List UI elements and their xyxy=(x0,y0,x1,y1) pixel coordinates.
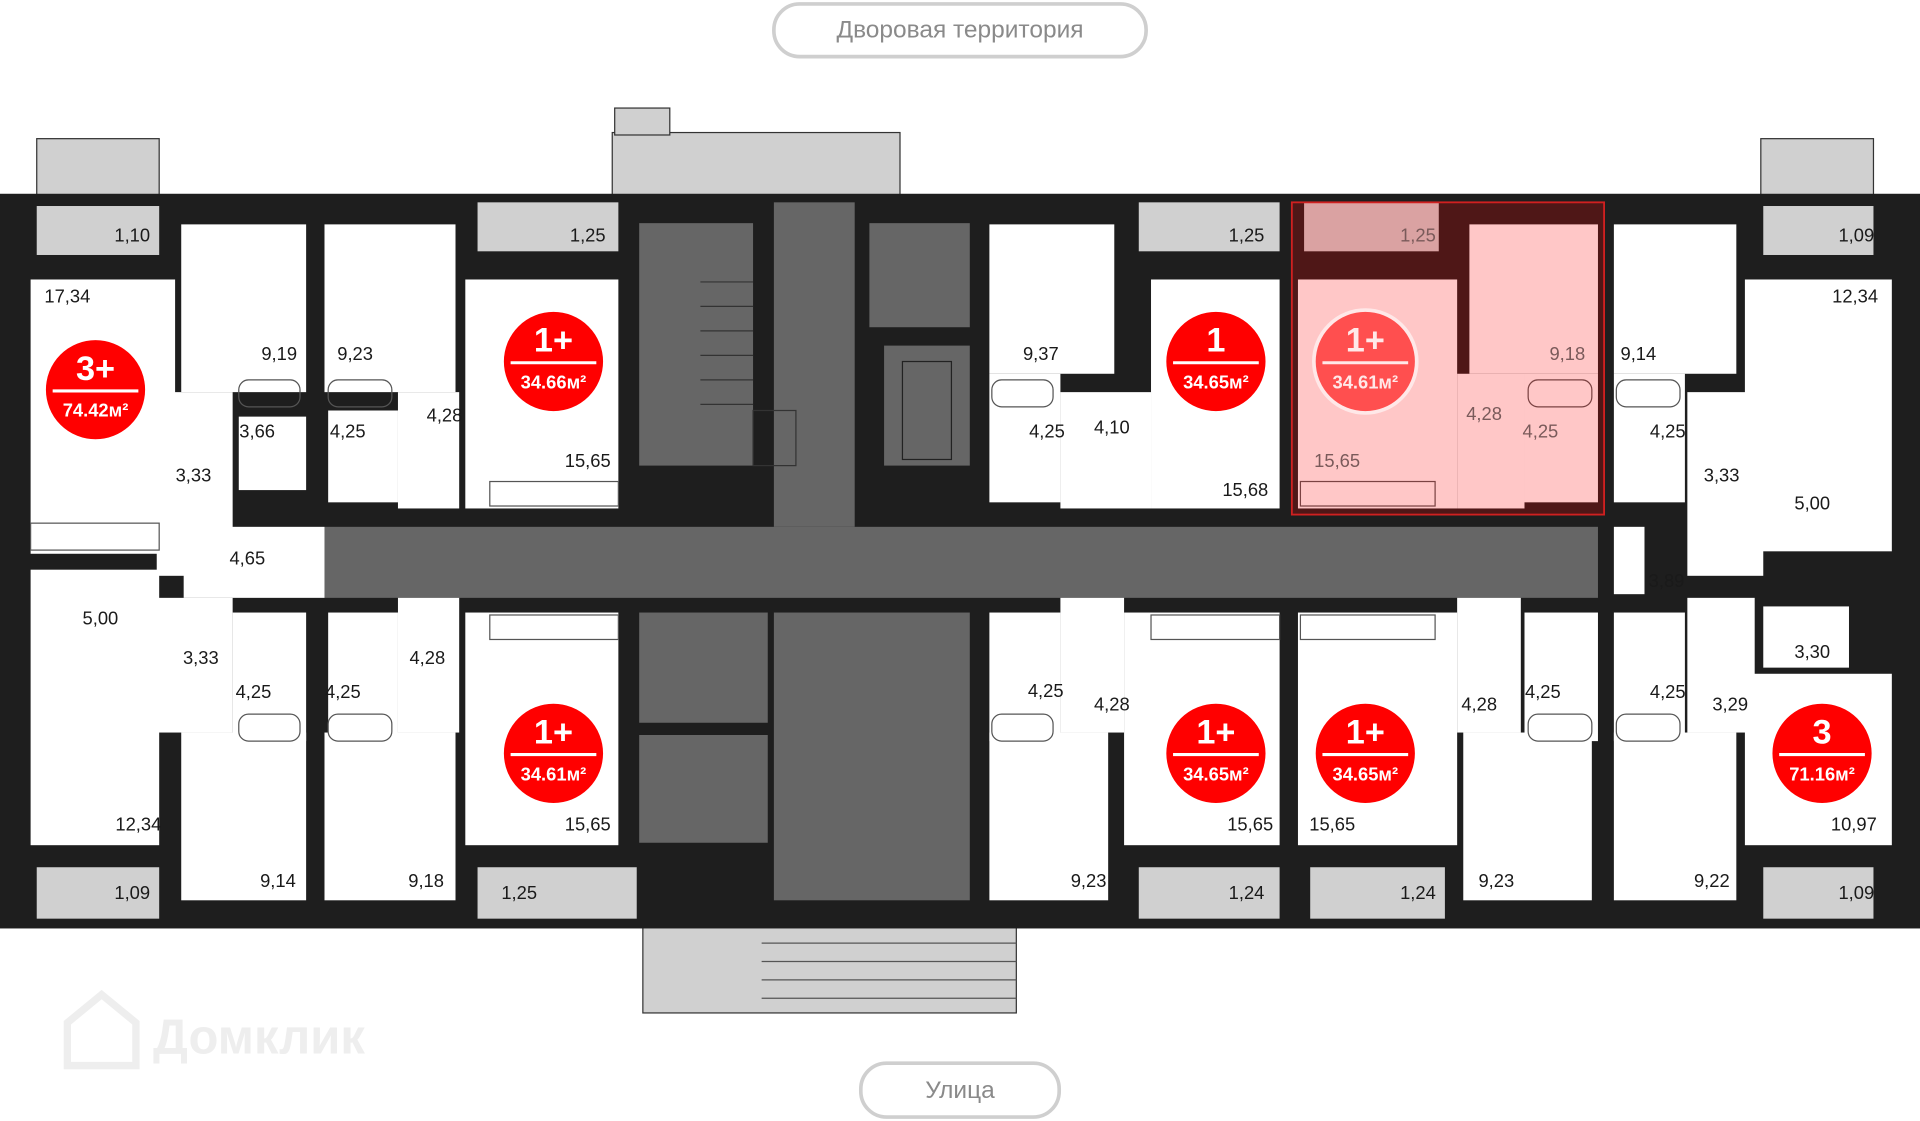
area-label: 9,14 xyxy=(260,870,296,891)
area-label: 4,28 xyxy=(1094,693,1130,714)
area-label: 9,22 xyxy=(1694,870,1730,891)
area-label: 9,23 xyxy=(337,343,373,364)
area-label: 9,18 xyxy=(408,870,444,891)
area-label: 4,25 xyxy=(1029,420,1065,441)
area-label: 1,25 xyxy=(570,224,606,245)
badge-room-type: 1+ xyxy=(534,714,573,752)
area-label: 15,65 xyxy=(1309,813,1355,834)
badge-area: 34.61м² xyxy=(521,763,587,784)
bathtubs xyxy=(30,379,1681,742)
area-labels-bottom: 5,00 3,33 4,28 4,25 4,25 12,34 1,09 9,14… xyxy=(83,608,1877,903)
apartment-badge[interactable]: 1+ 34.66м² xyxy=(500,308,607,415)
area-label: 17,34 xyxy=(44,286,90,307)
badge-area: 74.42м² xyxy=(63,400,129,421)
area-labels-top: 1,10 17,34 9,19 9,23 1,25 3,66 4,25 4,28… xyxy=(44,224,1878,590)
area-label: 4,28 xyxy=(409,647,445,668)
area-label: 3,89 xyxy=(1649,570,1685,591)
area-label: 4,65 xyxy=(229,548,265,569)
apartment-badge[interactable]: 1+ 34.65м² xyxy=(1312,700,1419,807)
domclick-watermark: Домклик xyxy=(63,989,365,1070)
badge-room-type: 1+ xyxy=(1346,714,1385,752)
badge-room-type: 1+ xyxy=(534,322,573,360)
apartment-badge[interactable]: 1+ 34.65м² xyxy=(1162,700,1270,807)
badge-room-type: 1+ xyxy=(1196,714,1235,752)
top-porch xyxy=(611,131,901,201)
area-label: 1,24 xyxy=(1229,882,1265,903)
area-label: 4,25 xyxy=(330,420,366,441)
area-label: 15,68 xyxy=(1222,479,1268,500)
area-label: 15,65 xyxy=(1314,450,1360,471)
area-label: 9,37 xyxy=(1023,343,1059,364)
yard-label-text: Дворовая территория xyxy=(837,16,1084,43)
area-label: 4,25 xyxy=(1028,680,1064,701)
badge-room-type: 3+ xyxy=(76,350,115,388)
yard-label: Дворовая территория xyxy=(772,2,1148,59)
area-label: 4,25 xyxy=(1650,420,1686,441)
area-label: 4,25 xyxy=(1650,681,1686,702)
area-label: 4,28 xyxy=(1466,403,1502,424)
area-label: 4,25 xyxy=(325,681,361,702)
badge-area: 71.16м² xyxy=(1789,763,1855,784)
apartment-badge[interactable]: 1+ 34.61м² xyxy=(500,700,607,807)
area-label: 9,23 xyxy=(1071,870,1107,891)
area-label: 15,65 xyxy=(565,450,611,471)
area-label: 1,09 xyxy=(114,882,150,903)
area-label: 3,66 xyxy=(239,420,275,441)
apartment-badge[interactable]: 1+ 34.61м² xyxy=(1312,308,1419,415)
badge-room-type: 3 xyxy=(1813,714,1832,752)
area-label: 12,34 xyxy=(115,813,161,834)
area-label: 4,25 xyxy=(1523,420,1559,441)
badge-room-type: 1+ xyxy=(1346,322,1385,360)
area-label: 1,09 xyxy=(1838,224,1874,245)
area-label: 3,30 xyxy=(1794,641,1830,662)
area-label: 3,29 xyxy=(1712,693,1748,714)
badge-area: 34.65м² xyxy=(1183,371,1249,392)
area-label: 15,65 xyxy=(565,813,611,834)
area-label: 4,28 xyxy=(1461,693,1497,714)
area-label: 3,33 xyxy=(1704,464,1740,485)
rooms xyxy=(30,202,1892,919)
area-label: 15,65 xyxy=(1227,813,1273,834)
common-areas xyxy=(324,202,1598,901)
street-label: Улица xyxy=(858,1061,1062,1119)
area-label: 1,10 xyxy=(114,224,150,245)
badge-area: 34.66м² xyxy=(521,371,587,392)
elevator xyxy=(901,360,953,461)
area-label: 1,25 xyxy=(1400,224,1436,245)
apartment-badge[interactable]: 3+ 74.42м² xyxy=(42,336,149,443)
top-porch-vent xyxy=(614,107,671,136)
area-label: 4,25 xyxy=(236,681,272,702)
area-label: 9,23 xyxy=(1478,870,1514,891)
street-label-text: Улица xyxy=(925,1077,995,1104)
area-label: 1,25 xyxy=(501,882,537,903)
area-label: 12,34 xyxy=(1832,286,1878,307)
area-label: 4,28 xyxy=(427,404,463,425)
area-label: 10,97 xyxy=(1831,813,1877,834)
area-label: 1,25 xyxy=(1229,224,1265,245)
area-label: 5,00 xyxy=(1794,493,1830,514)
stairs xyxy=(700,281,797,467)
area-label: 4,10 xyxy=(1094,417,1130,438)
badge-room-type: 1 xyxy=(1206,322,1225,360)
badge-area: 34.61м² xyxy=(1332,371,1398,392)
area-label: 9,14 xyxy=(1621,343,1657,364)
area-label: 3,33 xyxy=(176,464,212,485)
area-label: 9,18 xyxy=(1549,343,1585,364)
area-label: 1,09 xyxy=(1838,882,1874,903)
apartment-badge[interactable]: 3 71.16м² xyxy=(1768,700,1876,807)
area-label: 9,19 xyxy=(261,343,297,364)
area-label: 1,24 xyxy=(1400,882,1436,903)
badge-area: 34.65м² xyxy=(1183,763,1249,784)
apartment-badge[interactable]: 1 34.65м² xyxy=(1162,308,1270,415)
watermark-text: Домклик xyxy=(153,1010,365,1064)
area-label: 5,00 xyxy=(83,608,119,629)
badge-area: 34.65м² xyxy=(1332,763,1398,784)
area-label: 3,33 xyxy=(183,647,219,668)
area-label: 4,25 xyxy=(1525,681,1561,702)
